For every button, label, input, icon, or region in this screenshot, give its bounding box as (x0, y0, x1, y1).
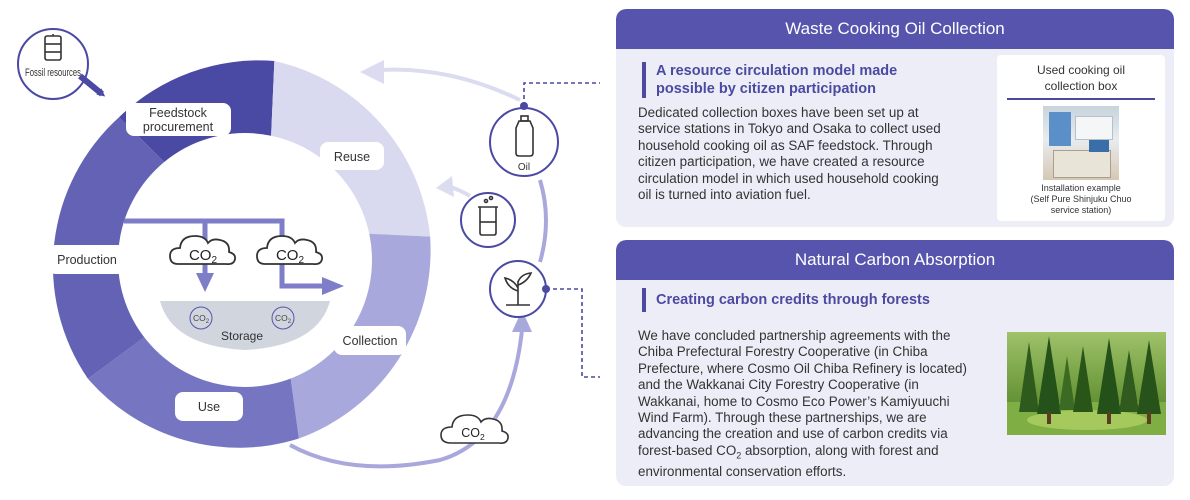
svg-text:CO2: CO2 (276, 247, 305, 266)
fossil-arrow (78, 73, 106, 97)
storage-area (160, 301, 330, 350)
svg-text:Fossil resources: Fossil resources (25, 67, 81, 79)
label-use: Use (175, 392, 243, 421)
co2-cloud-right-sub: 2 (298, 255, 304, 266)
beaker-node (460, 192, 516, 248)
panel-waste-oil-body: Dedicated collection boxes have been set… (638, 105, 941, 203)
label-production: Production (48, 245, 126, 274)
co2-cloud-bottom: CO2 (440, 414, 509, 444)
co2-cloud-left: CO2 (169, 235, 237, 266)
oil-node: Oil (489, 107, 559, 177)
right-arc (538, 179, 548, 263)
storage-co2-right-sub: 2 (288, 319, 292, 325)
segment-use (87, 311, 299, 448)
co2-cloud-left-sub: 2 (211, 255, 217, 266)
svg-text:Oil: Oil (518, 162, 530, 173)
label-feedstock-line2: procurement (143, 120, 214, 134)
collection-box-caption: Installation example (Self Pure Shinjuku… (1030, 183, 1132, 215)
label-feedstock-line1: Feedstock (149, 106, 207, 120)
panel-carbon-absorption-subtitle: Creating carbon credits through forests (642, 288, 930, 312)
storage-co2-left-text: CO (193, 313, 206, 323)
label-feedstock: Feedstock procurement (126, 103, 231, 136)
plant-node (489, 260, 547, 318)
panel-carbon-absorption-title: Natural Carbon Absorption (616, 240, 1174, 280)
co2-cloud-left-text: CO (189, 247, 212, 264)
oil-barrel-icon (44, 34, 62, 61)
storage-co2-left (189, 306, 213, 330)
label-collection: Collection (334, 326, 406, 355)
panel-waste-oil-subtitle: A resource circulation model made possib… (642, 62, 897, 98)
forest-illustration (1007, 336, 1166, 435)
collection-arc (289, 329, 524, 469)
label-reuse: Reuse (320, 142, 384, 170)
collection-box-card: Used cooking oil collection box Installa… (997, 55, 1165, 221)
collection-box-card-title: Used cooking oil collection box (1007, 62, 1155, 100)
svg-text:Use: Use (198, 400, 220, 414)
svg-text:Reuse: Reuse (334, 150, 370, 164)
forest-photo (1007, 332, 1166, 435)
oil-bottle-icon (515, 115, 534, 157)
svg-text:CO2: CO2 (193, 313, 210, 325)
storage-co2-right-text: CO (275, 313, 288, 323)
panel-carbon-absorption-body: We have concluded partnership agreements… (638, 328, 967, 479)
sprout-icon (503, 272, 533, 306)
svg-text:Collection: Collection (343, 334, 398, 348)
panel-waste-oil: Waste Cooking Oil Collection A resource … (616, 9, 1174, 227)
co2-cloud-right: CO2 (256, 235, 324, 266)
collection-box-photo (1043, 106, 1119, 180)
beaker-icon (478, 195, 498, 236)
svg-text:CO2: CO2 (461, 426, 485, 442)
storage-co2-right (271, 306, 295, 330)
fossil-resources: Fossil resources (17, 28, 89, 100)
arrow-head-mid (436, 176, 454, 197)
circulation-diagram: Storage CO2 CO2 CO2 CO2 Feedstock procur… (17, 28, 600, 469)
arrow-head-top (360, 60, 384, 84)
panel-carbon-absorption: Natural Carbon Absorption Creating carbo… (616, 240, 1174, 486)
co2-cloud-bottom-sub: 2 (480, 432, 485, 442)
panel-waste-oil-title: Waste Cooking Oil Collection (616, 9, 1174, 49)
connector-oil-panel (523, 82, 600, 106)
svg-text:Production: Production (57, 253, 117, 267)
svg-text:CO2: CO2 (275, 313, 292, 325)
co2-cloud-bottom-text: CO (461, 426, 480, 440)
connector-forest-panel (546, 288, 600, 378)
co2-cloud-right-text: CO (276, 247, 299, 264)
storage-label: Storage (221, 329, 263, 343)
svg-text:CO2: CO2 (189, 247, 218, 266)
arrow-head-collection (512, 310, 532, 332)
storage-co2-left-sub: 2 (206, 319, 210, 325)
